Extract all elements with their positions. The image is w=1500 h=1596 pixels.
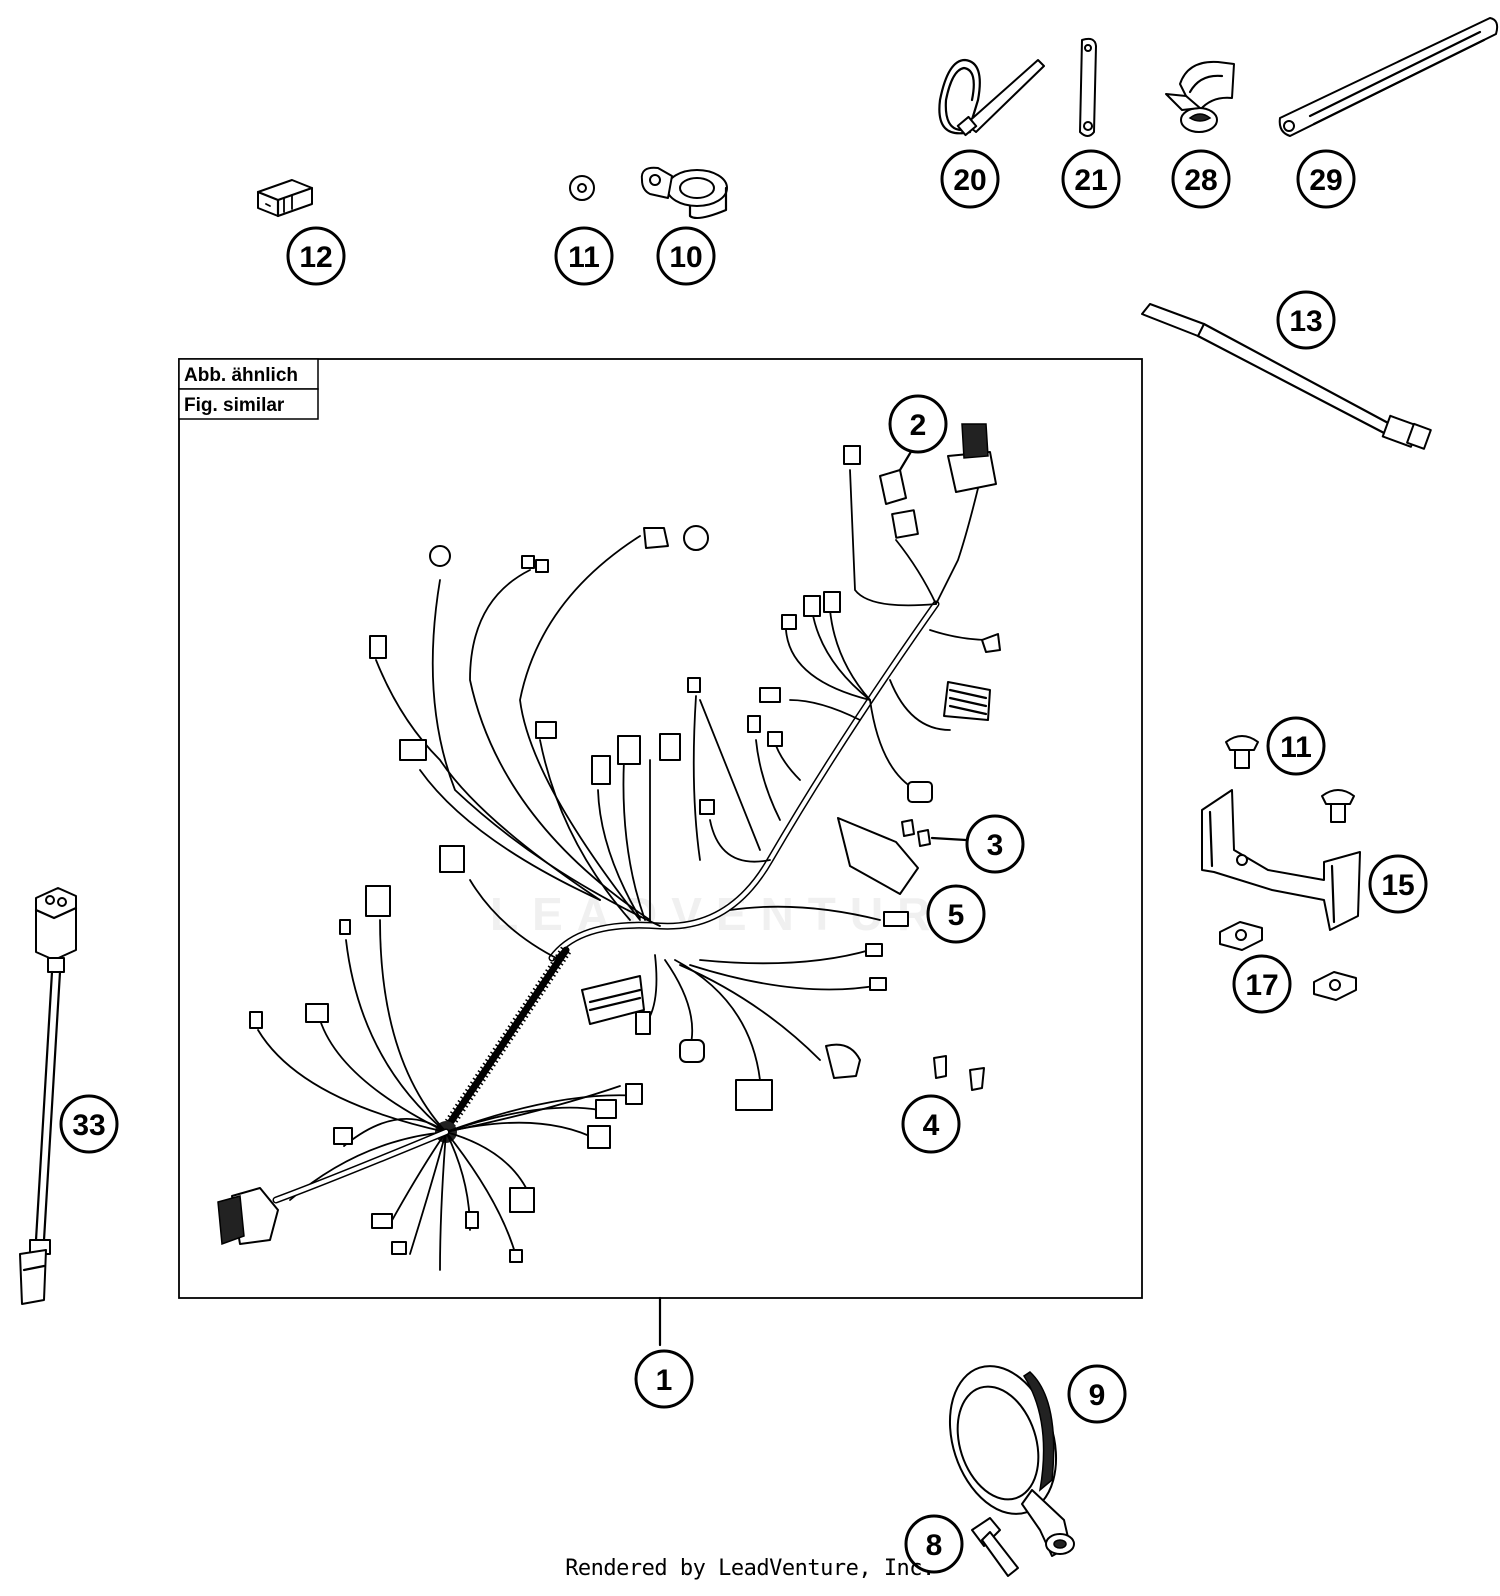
strap-icon (1079, 37, 1097, 137)
callout-2: 2 (888, 394, 948, 454)
callout-17: 17 (1232, 954, 1292, 1014)
callout-15: 15 (1368, 854, 1428, 914)
connector-icon (879, 448, 914, 505)
svg-text:8: 8 (926, 1529, 943, 1562)
callout-28: 28 (1171, 149, 1231, 209)
callout-20: 20 (940, 149, 1000, 209)
callout-8: 8 (904, 1514, 964, 1574)
bolt-icon (971, 1517, 1019, 1577)
horn-icon (948, 1365, 1075, 1557)
svg-text:21: 21 (1074, 164, 1107, 197)
svg-text:29: 29 (1309, 164, 1342, 197)
svg-text:4: 4 (923, 1109, 940, 1142)
callout-29: 29 (1296, 149, 1356, 209)
svg-text:13: 13 (1289, 305, 1322, 338)
plug-cable-icon (1141, 303, 1432, 450)
callout-11-top: 11 (554, 226, 614, 286)
frame-label-line2: Fig. similar (184, 395, 285, 416)
wiring-harness (217, 423, 1001, 1271)
frame-label: Abb. ähnlich Fig. similar (178, 358, 319, 420)
svg-text:5: 5 (948, 899, 965, 932)
callout-9: 9 (1067, 1364, 1127, 1424)
cable-tie-icon (938, 58, 1045, 137)
sensor-cable-icon (19, 887, 78, 1305)
frame-label-line1: Abb. ähnlich (184, 365, 298, 386)
svg-text:15: 15 (1381, 869, 1414, 902)
svg-text:1: 1 (656, 1364, 673, 1397)
callout-11-right: 11 (1266, 716, 1326, 776)
clamp-icon (640, 166, 728, 220)
callout-1: 1 (634, 1349, 694, 1409)
callout-3: 3 (965, 814, 1025, 874)
callout-4: 4 (901, 1094, 961, 1154)
svg-text:2: 2 (910, 409, 927, 442)
terminal-icon (901, 819, 968, 847)
callout-33: 33 (59, 1094, 119, 1154)
clip-nut-icon (1219, 921, 1263, 951)
svg-text:17: 17 (1245, 969, 1278, 1002)
footer-credit: Rendered by LeadVenture, Inc. (565, 1556, 935, 1581)
screw-icon (1225, 735, 1259, 769)
svg-text:11: 11 (1280, 731, 1312, 764)
svg-text:9: 9 (1089, 1379, 1106, 1412)
bracket-icon (1201, 789, 1361, 931)
clip-nut-icon (1313, 971, 1357, 1001)
connector-cap-icon (256, 179, 314, 218)
screw-icon (1321, 789, 1355, 823)
long-bar-icon (1278, 17, 1499, 137)
callout-13: 13 (1276, 290, 1336, 350)
callout-21: 21 (1061, 149, 1121, 209)
nut-icon (569, 175, 595, 201)
terminal-icon (933, 1055, 985, 1091)
cable-holder-icon (1165, 60, 1235, 133)
callout-12: 12 (286, 226, 346, 286)
svg-text:12: 12 (299, 241, 332, 274)
svg-text:11: 11 (568, 241, 600, 274)
callout-10: 10 (656, 226, 716, 286)
svg-text:3: 3 (987, 829, 1004, 862)
svg-text:20: 20 (953, 164, 986, 197)
callout-5: 5 (926, 884, 986, 944)
svg-text:10: 10 (669, 241, 702, 274)
svg-text:33: 33 (72, 1109, 105, 1142)
svg-text:28: 28 (1184, 164, 1217, 197)
